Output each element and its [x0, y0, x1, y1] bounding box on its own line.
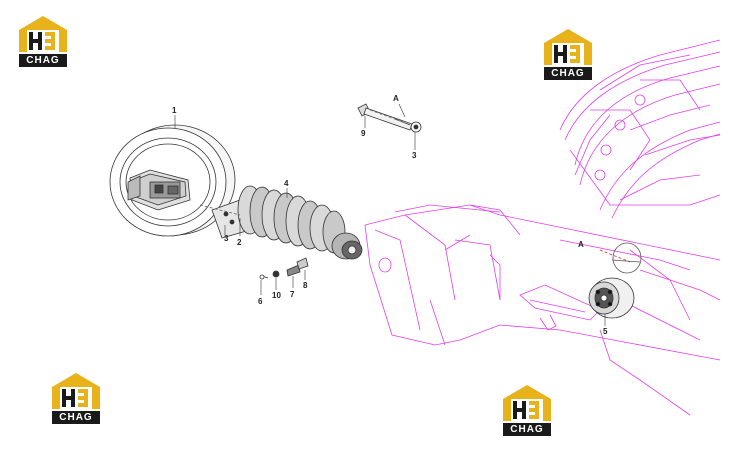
- idler-wheel: [109, 124, 236, 237]
- callout-spring: 4: [284, 179, 289, 188]
- h3-logo-icon: [503, 385, 551, 436]
- callout-washer-left: 3: [224, 234, 229, 243]
- callout-plug: 8: [303, 281, 308, 290]
- callout-valve: 7: [290, 290, 295, 299]
- callout-grease-fitting: 6: [258, 297, 263, 306]
- track-chain: [559, 39, 721, 219]
- callout-bolt: 9: [361, 129, 366, 138]
- brand-logo-top-left: CHAG: [15, 14, 71, 68]
- recoil-spring: [199, 185, 363, 260]
- callout-detail-top: A: [393, 94, 399, 103]
- detail-circle: [599, 242, 642, 274]
- h3-logo-icon: [52, 373, 100, 424]
- brand-logo-text: CHAG: [59, 412, 93, 423]
- h3-logo-icon: [19, 16, 67, 67]
- track-frame: [364, 204, 721, 416]
- callout-bracket: 2: [237, 238, 242, 247]
- h3-logo-icon: [544, 29, 592, 80]
- callout-screw: 10: [272, 291, 281, 300]
- callout-idler: 1: [172, 106, 177, 115]
- bolt-assembly: [357, 103, 422, 133]
- roller-assembly: [588, 277, 635, 319]
- callout-washer-top: 3: [412, 151, 417, 160]
- brand-logo-top-right: CHAG: [540, 27, 596, 81]
- brand-logo-text: CHAG: [26, 55, 60, 66]
- callout-roller: 5: [603, 327, 608, 336]
- brand-logo-bottom-right: CHAG: [499, 383, 555, 437]
- brand-logo-text: CHAG: [551, 68, 585, 79]
- callout-detail-right: A: [578, 240, 584, 249]
- small-parts: [259, 257, 309, 280]
- brand-logo-text: CHAG: [510, 424, 544, 435]
- brand-logo-bottom-left: CHAG: [48, 371, 104, 425]
- leader-lines: [174, 103, 606, 326]
